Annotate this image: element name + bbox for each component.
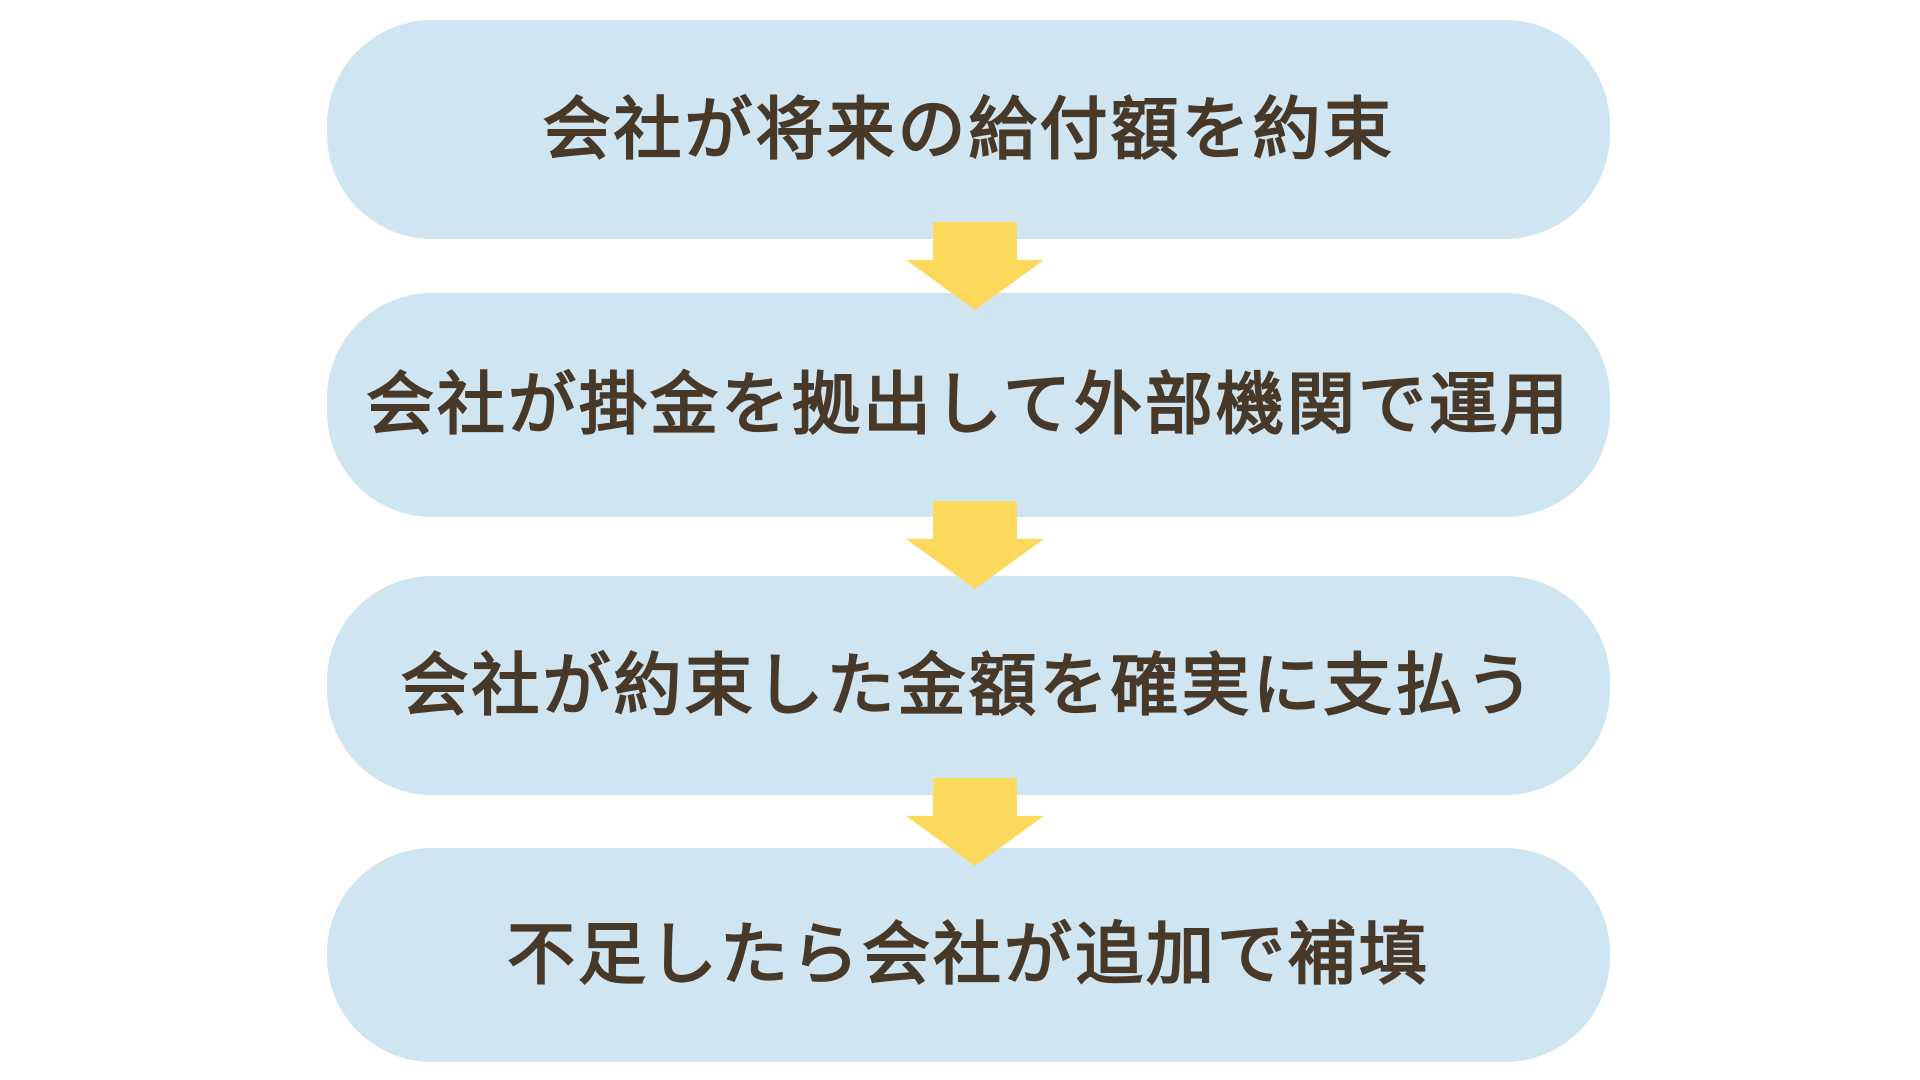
flow-step-2-label: 会社が掛金を拠出して外部機関で運用 [366, 367, 1571, 443]
flow-step-4: 不足したら会社が追加で補填 [327, 848, 1610, 1062]
flow-step-2: 会社が掛金を拠出して外部機関で運用 [327, 293, 1610, 517]
flow-step-1: 会社が将来の給付額を約束 [327, 20, 1610, 239]
flow-step-1-label: 会社が将来の給付額を約束 [542, 91, 1395, 168]
flow-step-3-label: 会社が約束した金額を確実に支払う [400, 647, 1537, 724]
flow-step-3: 会社が約束した金額を確実に支払う [327, 576, 1610, 795]
flow-step-4-label: 不足したら会社が追加で補填 [506, 917, 1430, 993]
